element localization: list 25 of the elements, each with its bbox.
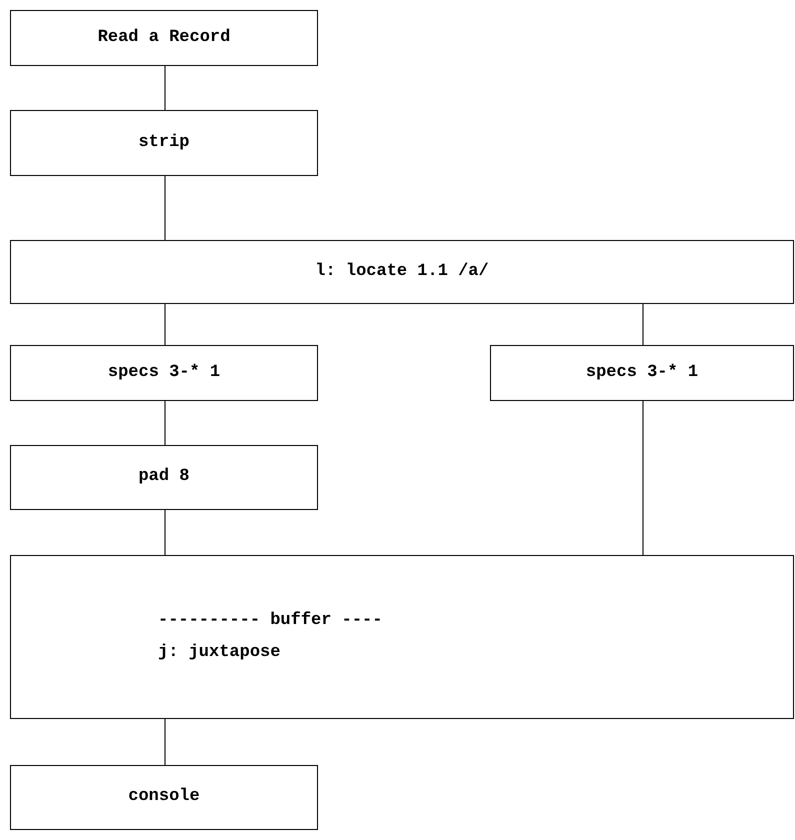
connector-line (164, 66, 166, 110)
box-label: j: juxtapose (158, 642, 280, 664)
process-box (10, 445, 318, 510)
connector-line (164, 176, 166, 240)
process-box (10, 765, 318, 830)
process-box (10, 240, 794, 304)
box-label: strip (138, 132, 190, 154)
box-label: pad 8 (138, 466, 190, 488)
connector-line (164, 510, 166, 556)
process-box (10, 345, 318, 401)
process-box (10, 555, 794, 719)
connector-line (642, 304, 644, 346)
connector-line (642, 400, 644, 556)
box-label: specs 3-* 1 (586, 362, 698, 384)
box-label: ---------- buffer ---- (158, 610, 382, 632)
box-label: console (128, 786, 200, 808)
process-box (490, 345, 794, 401)
process-box (10, 10, 318, 66)
box-label: specs 3-* 1 (108, 362, 220, 384)
connector-line (164, 400, 166, 446)
process-box (10, 110, 318, 176)
box-label: Read a Record (98, 26, 230, 49)
connector-line (164, 304, 166, 346)
connector-line (164, 718, 166, 766)
box-label: l: locate 1.1 /a/ (315, 260, 489, 283)
